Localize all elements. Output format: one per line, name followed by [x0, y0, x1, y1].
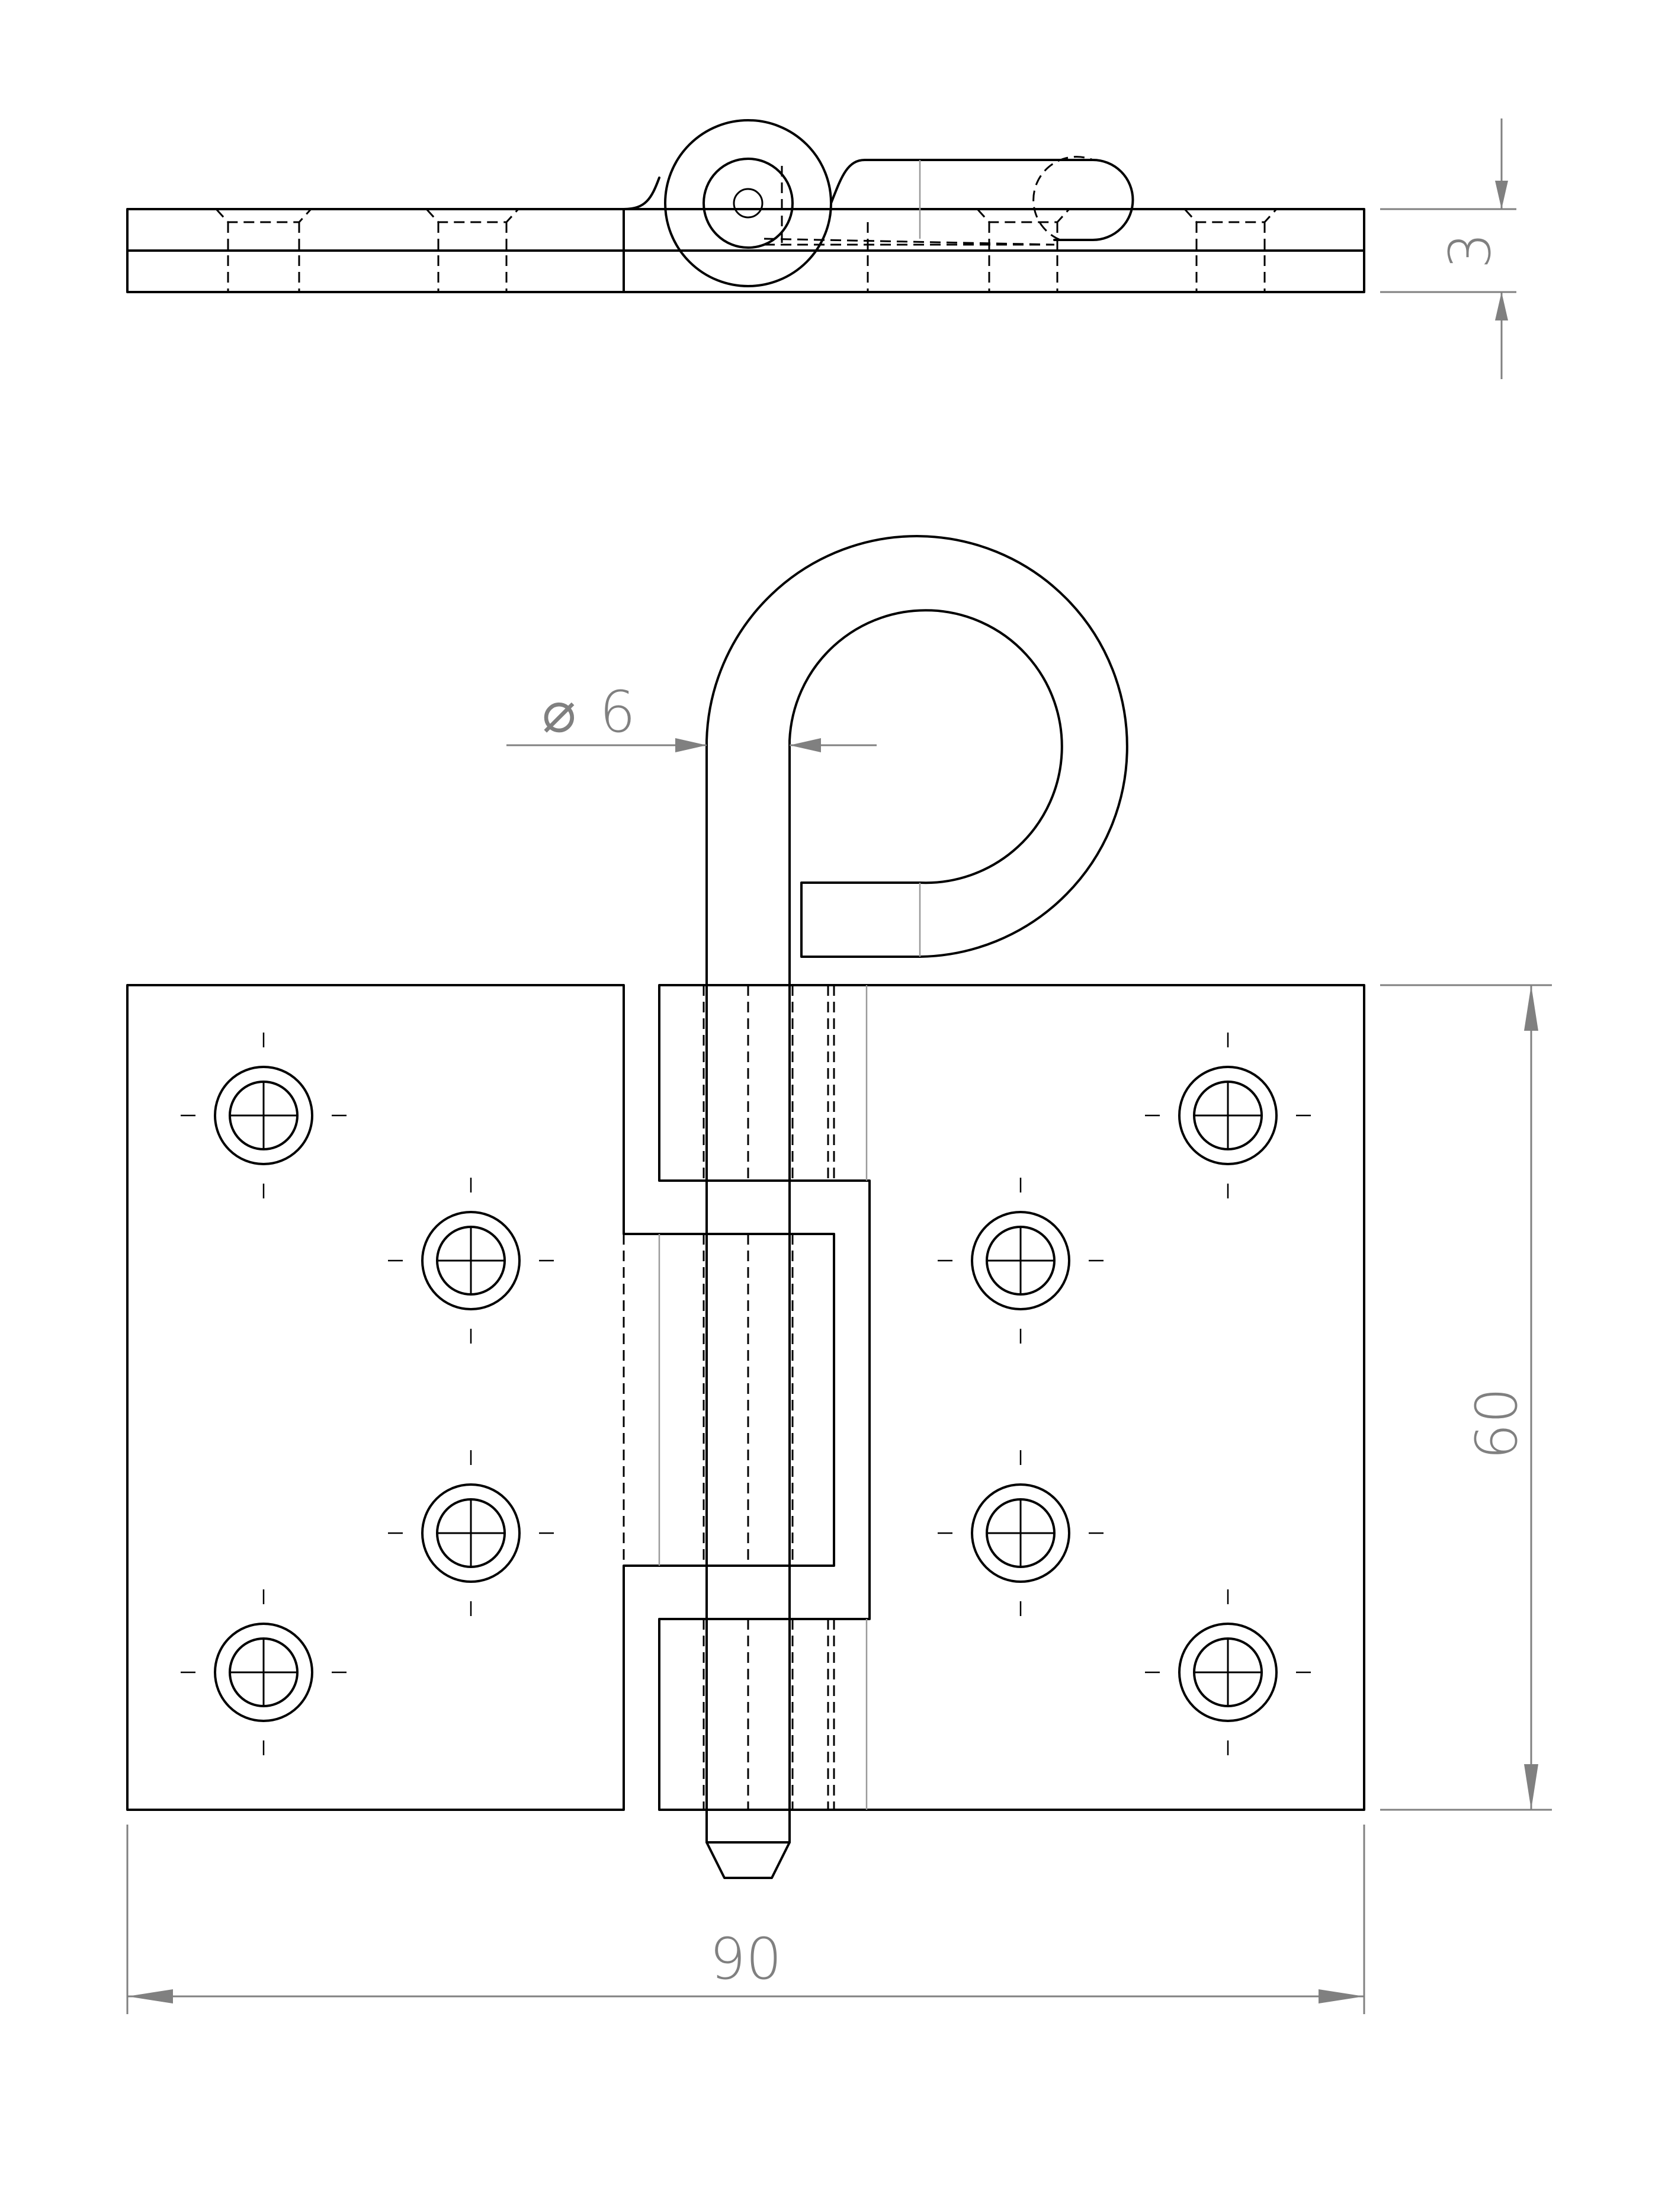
screw-hole-icon [388, 1178, 554, 1344]
left-leaf [126, 984, 835, 1811]
arrow-icon [790, 738, 821, 752]
width-dimension: 90 [126, 1825, 1365, 2014]
screw-hole-icon [938, 1450, 1104, 1616]
screw-hole-icon [181, 1033, 347, 1198]
arrow-icon [127, 1989, 173, 2003]
arrow-icon [1524, 1764, 1538, 1810]
diameter-symbol: ⌀ [542, 679, 576, 745]
top-view-knuckle-transition [623, 177, 660, 210]
screw-hole-icon [388, 1450, 554, 1616]
height-label: 60 [1464, 1387, 1530, 1460]
left-leaf-screw-holes [181, 1033, 554, 1755]
screw-hole-icon [181, 1589, 347, 1755]
arrow-icon [675, 738, 707, 752]
arrow-icon [1524, 985, 1538, 1031]
top-view-knuckle [664, 119, 832, 287]
thickness-label: 3 [1437, 232, 1503, 268]
height-dimension: 60 [1380, 984, 1552, 1811]
pin-tip [705, 1838, 791, 1879]
top-view-countersinks [215, 208, 1278, 292]
pin-diameter-dimension: ⌀ 6 [506, 679, 877, 752]
pin-hook [705, 535, 1128, 985]
top-edge-view [126, 119, 1365, 293]
thickness-dimension: 3 [1380, 118, 1516, 379]
top-view-hook-arm [830, 159, 1134, 241]
arrow-icon [1495, 181, 1508, 209]
front-view [126, 535, 1365, 1879]
pin-diameter-label: 6 [599, 679, 636, 745]
arrow-icon [1319, 1989, 1364, 2003]
right-leaf [658, 984, 1365, 1811]
width-label: 90 [710, 1926, 782, 1992]
right-leaf-screw-holes [938, 1033, 1311, 1755]
top-view-pin [703, 158, 794, 249]
arrow-icon [1495, 292, 1508, 320]
knuckle-hidden-lines [623, 985, 868, 1810]
screw-hole-icon [1145, 1033, 1311, 1198]
screw-hole-icon [1145, 1589, 1311, 1755]
screw-hole-icon [938, 1178, 1104, 1344]
top-view-pin-center [733, 188, 764, 219]
